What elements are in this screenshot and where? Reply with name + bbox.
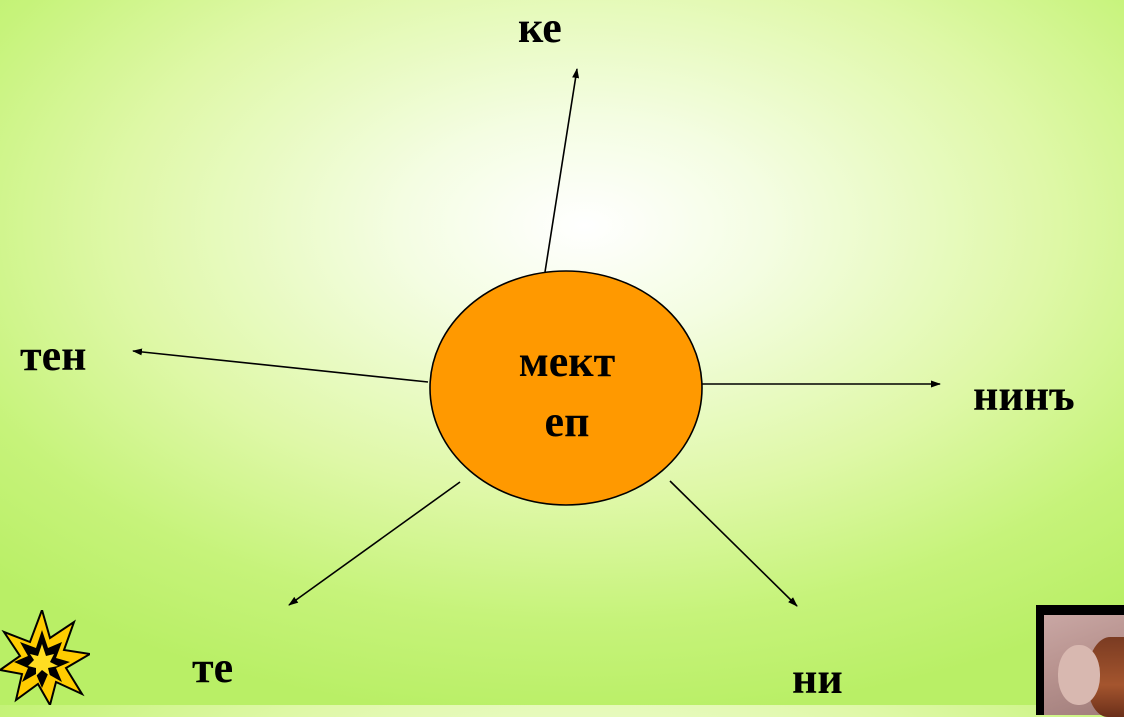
center-word-line1: мект (432, 332, 702, 392)
arrow-to-top (545, 69, 577, 272)
label-bottom-left: те (192, 646, 233, 690)
portrait-face (1058, 645, 1100, 705)
center-word-line2: еп (432, 392, 702, 452)
label-top: ке (518, 6, 562, 50)
label-left: тен (20, 334, 87, 378)
arrow-to-left (133, 351, 428, 382)
arrow-to-bottom-left (289, 482, 460, 605)
arrow-to-bottom-right (670, 481, 797, 606)
label-bottom-right: ни (792, 657, 843, 701)
center-word: мект еп (432, 332, 702, 452)
portrait-photo (1036, 605, 1124, 715)
starburst-icon (0, 610, 90, 705)
label-right: нинъ (973, 374, 1075, 418)
portrait-background (1044, 615, 1124, 715)
